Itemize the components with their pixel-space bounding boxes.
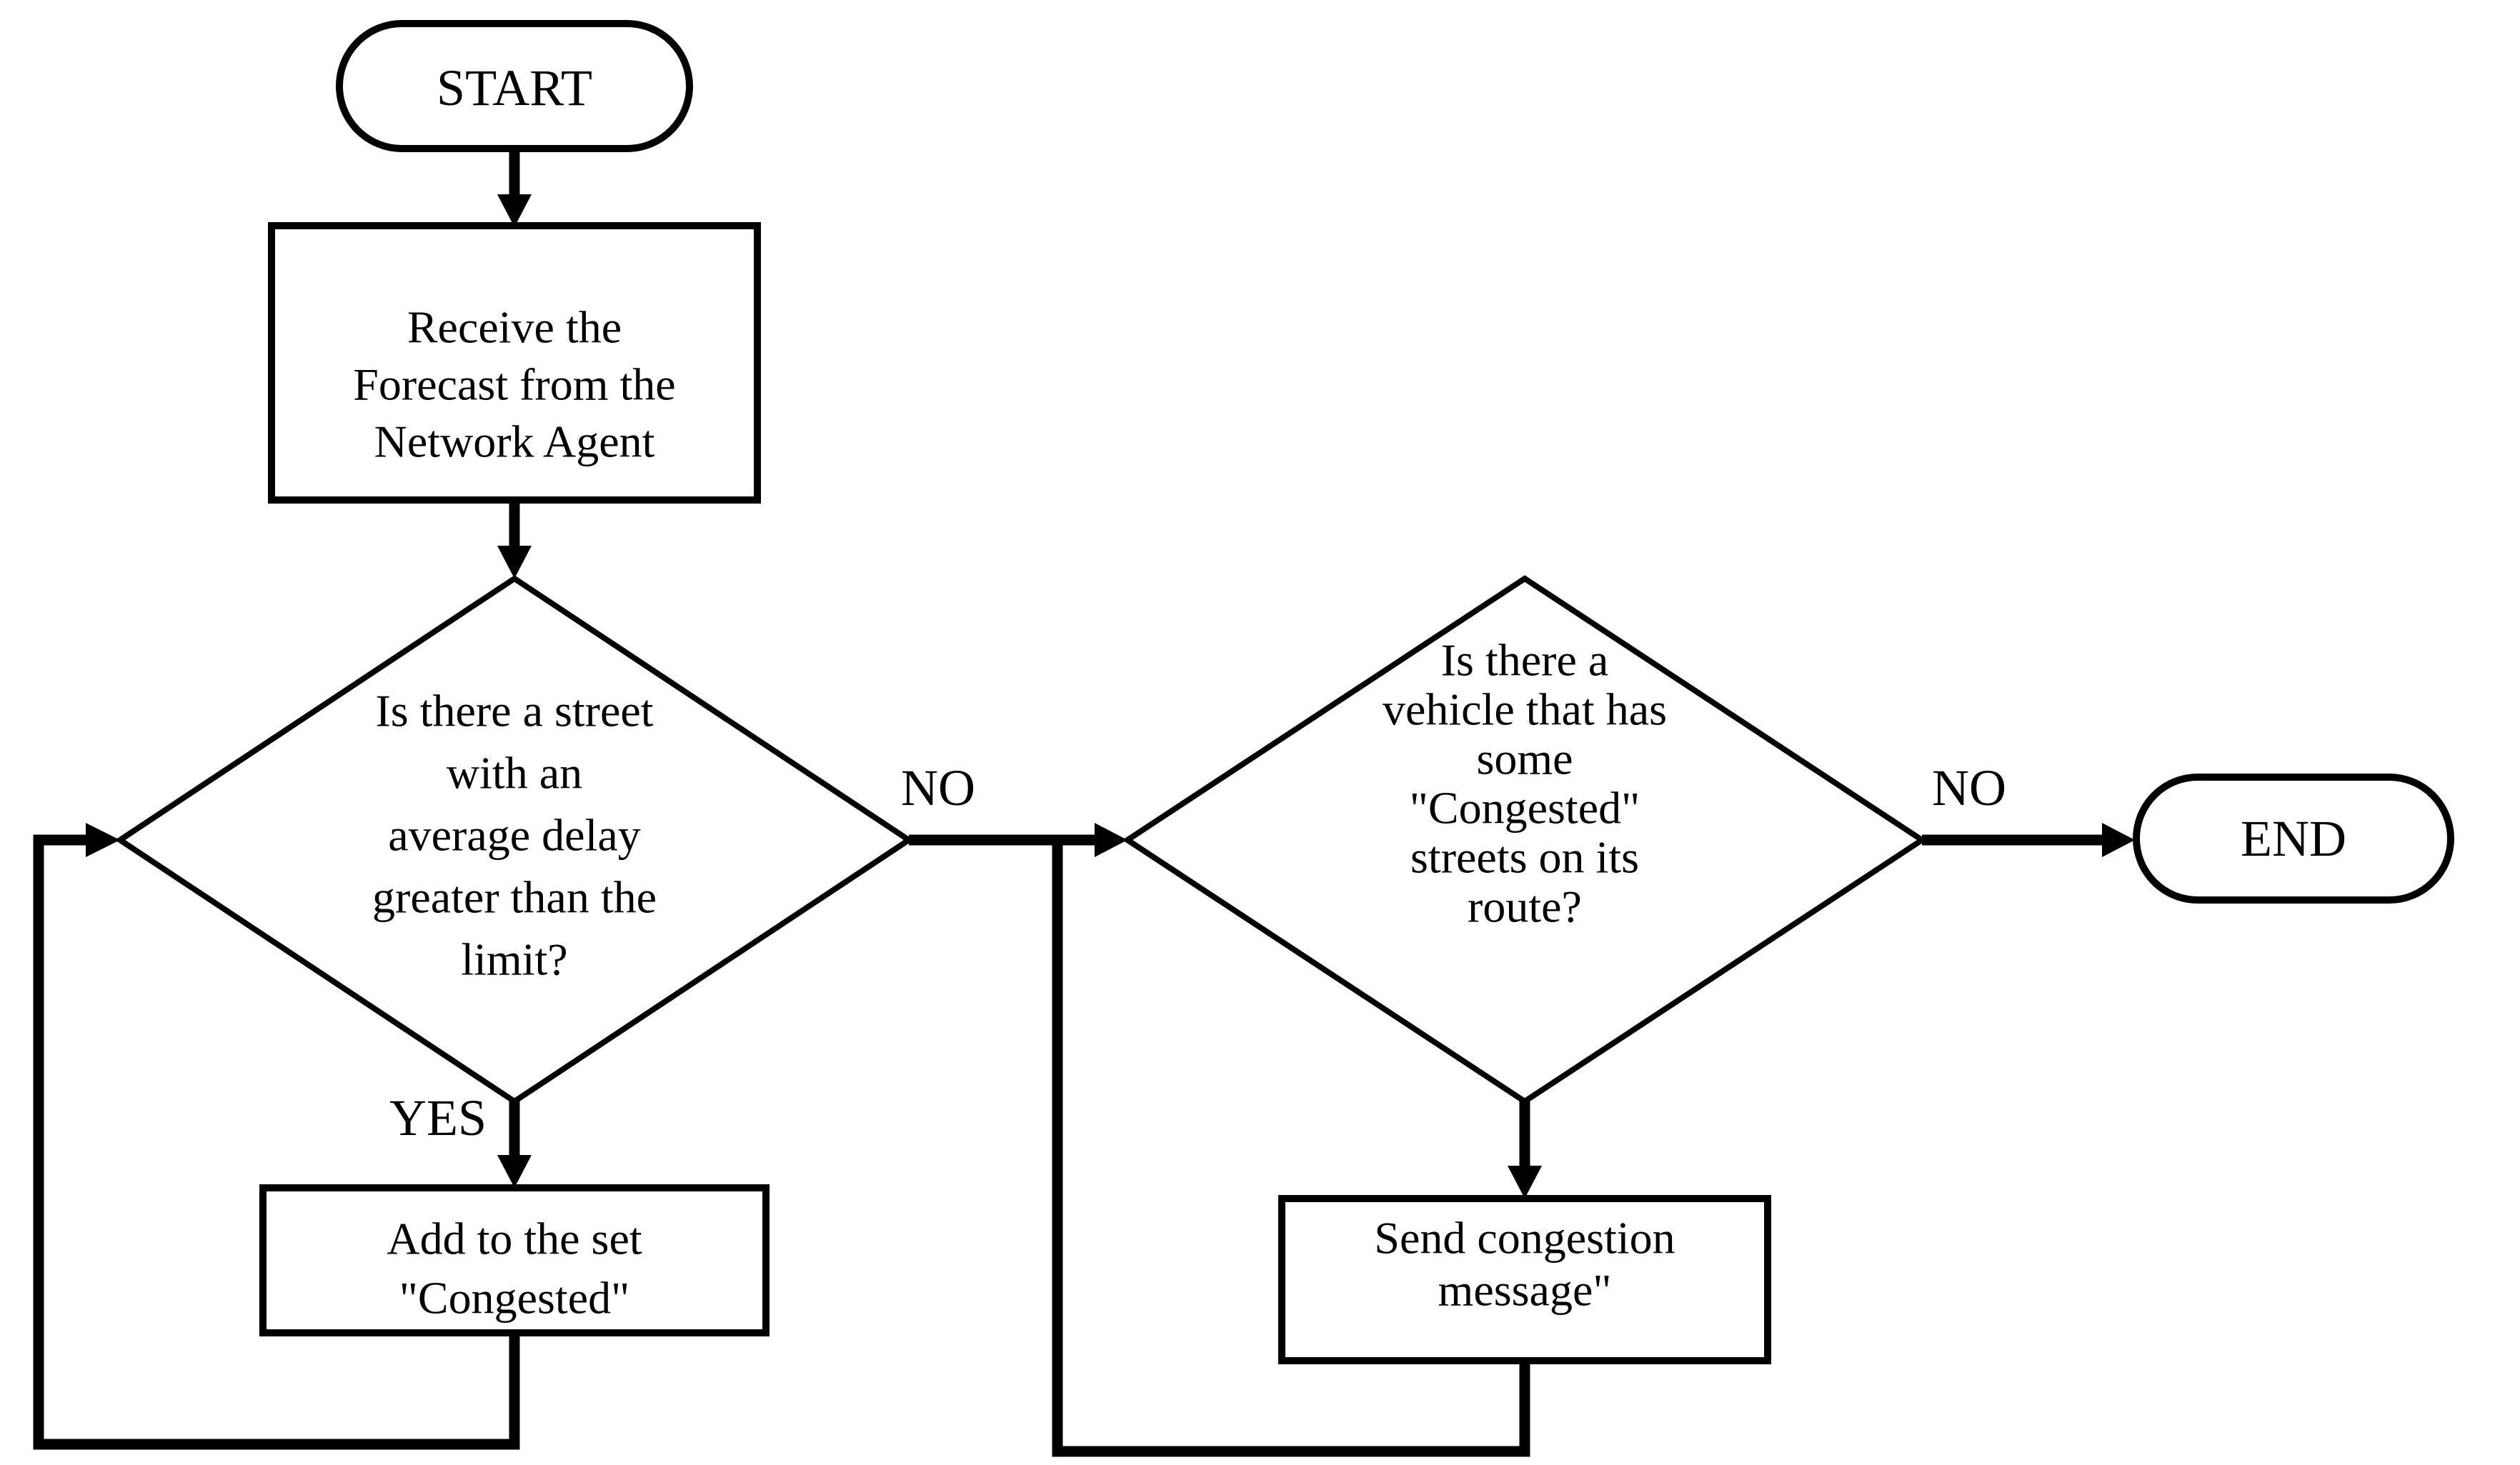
- end-node: END: [2133, 774, 2454, 904]
- edge-line: [33, 834, 520, 1450]
- no-label-vehicle: NO: [1932, 759, 2006, 816]
- edge-street-decision-yes-to-add: [497, 1101, 532, 1188]
- arrow-down-icon: [497, 546, 532, 579]
- add-congested-shape: [259, 1184, 770, 1336]
- edge-street-decision-no-to-vehicle-decision: [909, 823, 1127, 857]
- add-congested-line: "Congested": [399, 1273, 629, 1324]
- street-delay-decision-node: Is there a street with an average delay …: [114, 575, 915, 1105]
- edge-send-loopback-to-no-connector: [1052, 835, 1530, 1457]
- vehicle-route-decision-line: streets on its: [1410, 832, 1639, 883]
- vehicle-route-decision-node: Is there a vehicle that has some "Conges…: [1122, 575, 1928, 1105]
- street-delay-decision-shape: [114, 575, 915, 1105]
- start-node-label: START: [437, 59, 592, 116]
- edge-vehicle-decision-no-to-end: [1922, 823, 2135, 857]
- vehicle-route-decision-line: "Congested": [1410, 783, 1640, 834]
- vehicle-route-decision-line: route?: [1468, 881, 1582, 932]
- arrow-down-icon: [497, 194, 532, 227]
- arrow-down-icon: [1508, 1166, 1542, 1199]
- send-message-node: Send congestion message": [1278, 1195, 1771, 1364]
- receive-forecast-line: Receive the: [407, 302, 622, 353]
- street-delay-decision-line: limit?: [461, 934, 567, 985]
- send-message-shape: [1278, 1195, 1771, 1364]
- add-congested-node: Add to the set "Congested": [259, 1184, 770, 1336]
- vehicle-route-decision-line: some: [1476, 734, 1573, 784]
- arrow-right-icon: [2102, 823, 2135, 857]
- vehicle-route-decision-line: vehicle that has: [1383, 684, 1667, 735]
- start-node-shape: [336, 20, 693, 152]
- receive-forecast-node: Receive the Forecast from the Network Ag…: [268, 222, 761, 504]
- no-label-street: NO: [901, 759, 975, 816]
- receive-forecast-line: Forecast from the: [353, 359, 675, 410]
- yes-label: YES: [389, 1089, 487, 1146]
- vehicle-route-decision-line: Is there a: [1441, 635, 1609, 686]
- street-delay-decision-line: greater than the: [372, 872, 657, 923]
- edge-line: [1052, 835, 1530, 1457]
- end-node-label: END: [2241, 810, 2346, 867]
- add-congested-line: Add to the set: [387, 1214, 642, 1264]
- receive-forecast-shape: [268, 222, 761, 504]
- street-delay-decision-line: average delay: [388, 810, 641, 861]
- edge-add-loopback-to-street-decision: [33, 823, 520, 1450]
- street-delay-decision-line: Is there a street: [375, 686, 653, 736]
- vehicle-route-decision-shape: [1122, 575, 1928, 1105]
- send-message-line: message": [1438, 1265, 1612, 1316]
- end-node-shape: [2133, 774, 2454, 904]
- arrow-right-icon: [86, 823, 120, 857]
- street-delay-decision-line: with an: [447, 748, 582, 799]
- send-message-line: Send congestion: [1374, 1213, 1675, 1264]
- receive-forecast-line: Network Agent: [374, 416, 655, 467]
- edge-start-to-receive: [497, 149, 532, 227]
- start-node: START: [336, 20, 693, 152]
- edge-vehicle-decision-to-send: [1508, 1101, 1542, 1199]
- arrow-down-icon: [497, 1155, 532, 1188]
- edge-receive-to-street-decision: [497, 500, 532, 579]
- arrow-right-icon: [1095, 823, 1127, 857]
